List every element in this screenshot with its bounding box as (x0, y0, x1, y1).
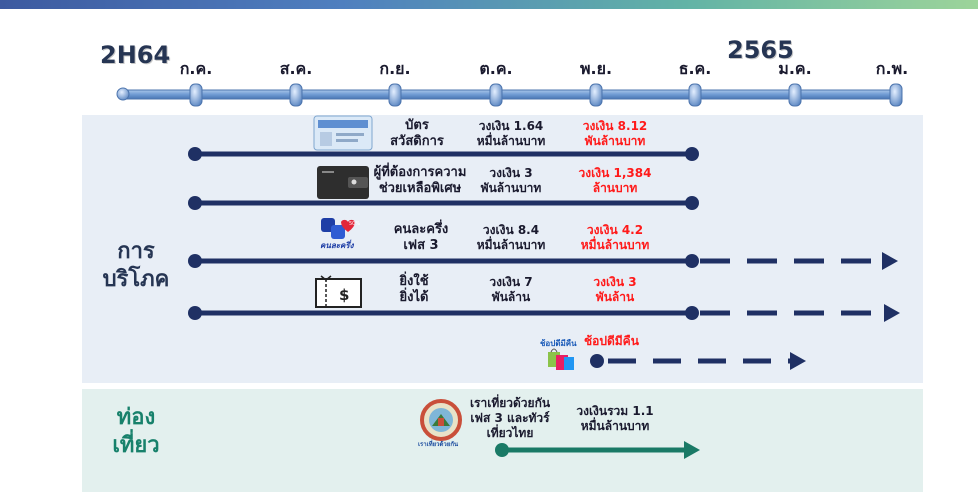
welfare-card-budget: วงเงิน 1.64 หมื่นล้านบาท (470, 119, 552, 149)
program-line-welfare-card (188, 147, 699, 161)
spend-more-name: ยิ่งใช้ ยิ่งได้ (384, 274, 444, 306)
welfare-card-budget-l2: หมื่นล้านบาท (476, 134, 546, 148)
voucher-icon: $ (315, 275, 362, 308)
shopping-bag-icon (548, 348, 574, 370)
welfare-card-name-l2: สวัสดิการ (390, 134, 444, 149)
wallet-icon (317, 166, 369, 199)
consumption-panel (82, 115, 923, 383)
half-half-used: วงเงิน 4.2 หมื่นล้านบาท (574, 223, 656, 253)
special-assistance-used-l1: วงเงิน 1,384 (578, 166, 652, 180)
half-half-name-l1: คนละครึ่ง (393, 222, 449, 237)
month-sep: ก.ย. (379, 59, 411, 78)
spend-more-used: วงเงิน 3 พันล้าน (574, 275, 656, 305)
special-assistance-budget-l2: พันล้านบาท (480, 181, 542, 195)
tourism-panel (82, 389, 923, 492)
spend-more-budget-l2: พันล้าน (491, 290, 531, 304)
main-timeline (116, 83, 903, 107)
program-line-spend-more (188, 304, 900, 322)
tourism-label-line1: ท่อง (116, 405, 156, 430)
program-line-tourism (495, 441, 700, 459)
year-label-2h64: 2H64 (100, 41, 171, 69)
tourism-budget-l2: หมื่นล้านบาท (580, 419, 650, 433)
spend-more-name-l2: ยิ่งได้ (399, 290, 429, 305)
shop-back-logo-text: ช้อปดีมีคืน (540, 339, 577, 348)
half-half-budget-l2: หมื่นล้านบาท (476, 238, 546, 252)
tourism-budget-l1: วงเงินรวม 1.1 (576, 404, 654, 418)
spend-more-budget-l1: วงเงิน 7 (489, 275, 533, 289)
tourism-logo (420, 399, 462, 441)
program-line-special-assistance (188, 196, 699, 210)
half-half-logo: 50% (321, 218, 360, 239)
special-assistance-name-l1: ผู้ที่ต้องการความ (373, 165, 467, 180)
month-feb: ก.พ. (875, 59, 909, 78)
half-half-logo-text: คนละครึ่ง (320, 241, 354, 250)
svg-text:50%: 50% (349, 221, 360, 227)
special-assistance-budget: วงเงิน 3 พันล้านบาท (470, 166, 552, 196)
half-half-budget: วงเงิน 8.4 หมื่นล้านบาท (470, 223, 552, 253)
month-jul: ก.ค. (179, 59, 213, 78)
welfare-card-name: บัตร สวัสดิการ (380, 118, 454, 150)
tourism-logo-text: เราเที่ยวด้วยกัน (418, 441, 459, 448)
month-jan: ม.ค. (778, 59, 812, 78)
welfare-card-used-l2: พันล้านบาท (584, 134, 646, 148)
spend-more-budget: วงเงิน 7 พันล้าน (470, 275, 552, 305)
half-half-name: คนละครึ่ง เฟส 3 (384, 222, 458, 254)
consumption-label-line2: บริโภค (102, 267, 170, 292)
month-oct: ต.ค. (479, 59, 513, 78)
half-half-budget-l1: วงเงิน 8.4 (482, 223, 540, 237)
tourism-budget: วงเงินรวม 1.1 หมื่นล้านบาท (570, 404, 660, 434)
welfare-card-used-l1: วงเงิน 8.12 (582, 119, 648, 133)
special-assistance-name: ผู้ที่ต้องการความ ช่วยเหลือพิเศษ (368, 165, 472, 197)
tourism-label-line2: เที่ยว (112, 433, 160, 458)
consumption-label: การ บริโภค (96, 238, 176, 294)
spend-more-name-l1: ยิ่งใช้ (399, 274, 429, 289)
half-half-used-l1: วงเงิน 4.2 (586, 223, 644, 237)
tourism-program-name-l1: เราเที่ยวด้วยกัน (469, 396, 551, 410)
tourism-label: ท่อง เที่ยว (96, 404, 176, 460)
spend-more-used-l1: วงเงิน 3 (593, 275, 637, 289)
special-assistance-budget-l1: วงเงิน 3 (489, 166, 533, 180)
top-gradient-bar (0, 0, 978, 9)
program-line-half-half (188, 252, 898, 270)
special-assistance-used: วงเงิน 1,384 ล้านบาท (574, 166, 656, 196)
special-assistance-used-l2: ล้านบาท (592, 181, 638, 195)
welfare-card-name-l1: บัตร (405, 118, 429, 133)
tourism-program-name-l2: เฟส 3 และทัวร์ (470, 411, 550, 425)
spend-more-used-l2: พันล้าน (595, 290, 635, 304)
tourism-program-name-l3: เที่ยวไทย (486, 426, 534, 440)
special-assistance-name-l2: ช่วยเหลือพิเศษ (378, 181, 462, 196)
month-dec: ธ.ค. (678, 59, 712, 78)
tourism-program-name: เราเที่ยวด้วยกัน เฟส 3 และทัวร์ เที่ยวไท… (462, 396, 558, 441)
welfare-card-icon (313, 115, 373, 151)
consumption-label-line1: การ (117, 239, 155, 264)
svg-text:$: $ (339, 286, 349, 304)
half-half-used-l2: หมื่นล้านบาท (580, 238, 650, 252)
welfare-card-used: วงเงิน 8.12 พันล้านบาท (574, 119, 656, 149)
welfare-card-budget-l1: วงเงิน 1.64 (478, 119, 544, 133)
half-half-name-l2: เฟส 3 (403, 238, 439, 253)
program-line-shop-back (590, 352, 806, 370)
shop-back-name: ช้อปดีมีคืน (584, 334, 639, 348)
month-nov: พ.ย. (579, 59, 613, 78)
year-label-2565: 2565 (727, 36, 794, 64)
month-aug: ส.ค. (279, 59, 313, 78)
